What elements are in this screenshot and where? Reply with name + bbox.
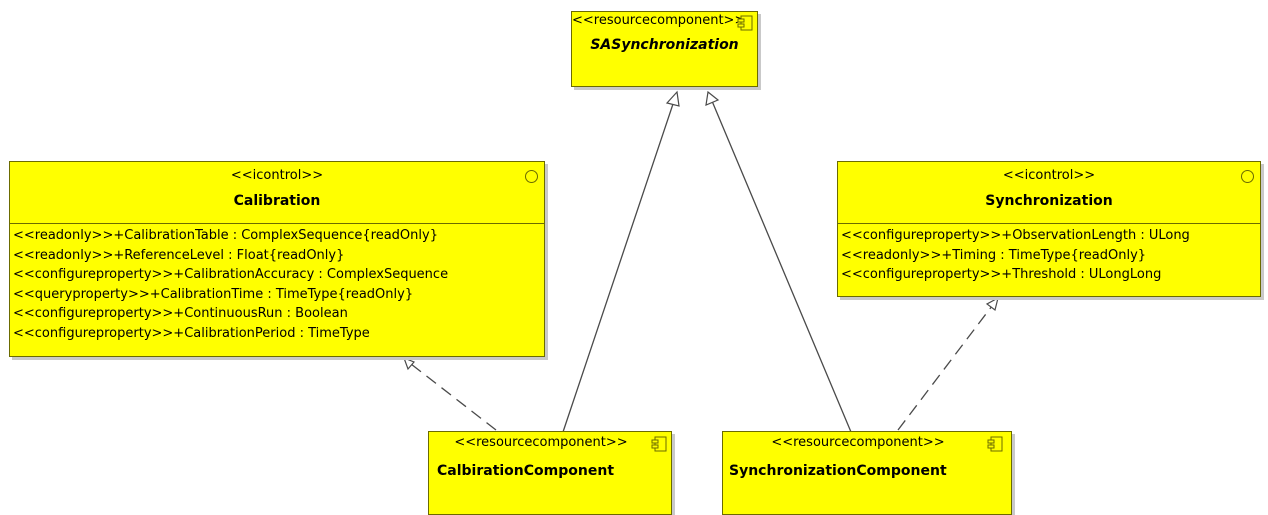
attribute-row: <<configureproperty>>+ObservationLength … — [841, 228, 1190, 243]
attribute-list: <<readonly>>+CalibrationTable : ComplexS… — [13, 226, 542, 343]
attribute-row: <<readonly>>+ReferenceLevel : Float{read… — [13, 247, 345, 263]
realization-edge-sync — [897, 305, 993, 431]
generalization-arrowhead-sync — [705, 90, 720, 106]
attribute-list: <<configureproperty>>+ObservationLength … — [841, 226, 1258, 285]
stereotype-label: <<icontrol>> — [230, 168, 324, 183]
generalization-edge-sync — [711, 100, 852, 433]
realization-arrowhead-sync — [985, 296, 999, 312]
realization-arrowhead-calib — [402, 356, 416, 371]
generalization-edge-calib — [562, 100, 675, 433]
stereotype-label: <<icontrol>> — [1002, 168, 1096, 183]
attribute-divider — [10, 223, 544, 224]
attribute-row: <<queryproperty>>+CalibrationTime : Time… — [13, 286, 414, 302]
class-name: CalbirationComponent — [437, 463, 615, 479]
interface-icon — [525, 170, 538, 183]
interface-icon — [1241, 170, 1254, 183]
calibration-component[interactable]: <<resourcecomponent>> CalbirationCompone… — [428, 431, 672, 515]
stereotype-label: <<resourcecomponent>> — [572, 13, 746, 28]
class-name: SynchronizationComponent — [729, 463, 947, 479]
generalization-arrowhead-calib — [665, 90, 680, 107]
stereotype-label: <<resourcecomponent>> — [454, 435, 628, 450]
attribute-row: <<configureproperty>>+Threshold : ULongL… — [841, 267, 1162, 282]
class-name: Synchronization — [985, 193, 1113, 209]
synchronization-interface[interactable]: <<icontrol>> Synchronization <<configure… — [837, 161, 1261, 297]
class-name: Calibration — [233, 193, 321, 209]
attribute-row: <<readonly>>+CalibrationTable : ComplexS… — [13, 228, 438, 243]
class-name: SASynchronization — [590, 37, 739, 53]
attribute-row: <<configureproperty>>+ContinuousRun : Bo… — [13, 306, 348, 321]
attribute-divider — [838, 223, 1260, 224]
attribute-row: <<configureproperty>>+CalibrationPeriod … — [13, 325, 370, 341]
calibration-interface[interactable]: <<icontrol>> Calibration <<readonly>>+Ca… — [9, 161, 545, 357]
attribute-row: <<readonly>>+Timing : TimeType{readOnly} — [841, 247, 1147, 263]
component-icon — [987, 436, 1003, 452]
component-icon — [737, 15, 753, 31]
component-icon — [651, 436, 667, 452]
realization-edge-calib — [410, 363, 497, 431]
stereotype-label: <<resourcecomponent>> — [771, 435, 945, 450]
synchronization-component[interactable]: <<resourcecomponent>> SynchronizationCom… — [722, 431, 1012, 515]
sasynchronization-class[interactable]: <<resourcecomponent>> SASynchronization — [571, 11, 758, 87]
attribute-row: <<configureproperty>>+CalibrationAccurac… — [13, 267, 449, 282]
